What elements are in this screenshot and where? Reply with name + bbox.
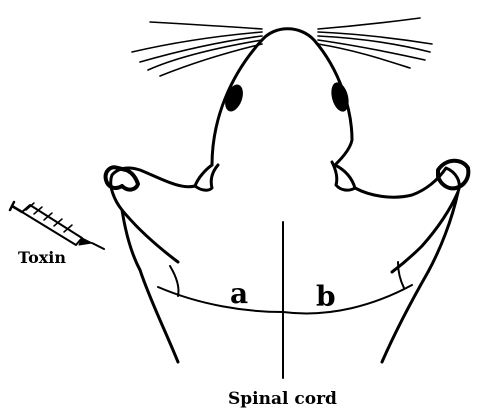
region-b-label: b [316,280,336,313]
syringe-icon [10,202,104,249]
body-right-side [382,272,428,362]
whiskers [132,18,432,76]
body-left-side [140,270,178,362]
spinal-cord-label: Spinal cord [228,389,337,409]
arc-a [158,287,283,312]
left-ear [195,165,218,190]
arc-b [283,285,412,313]
region-a-label: a [230,277,248,310]
toxin-label: Toxin [18,248,66,267]
right-ear [332,162,355,190]
eyes [222,80,352,113]
